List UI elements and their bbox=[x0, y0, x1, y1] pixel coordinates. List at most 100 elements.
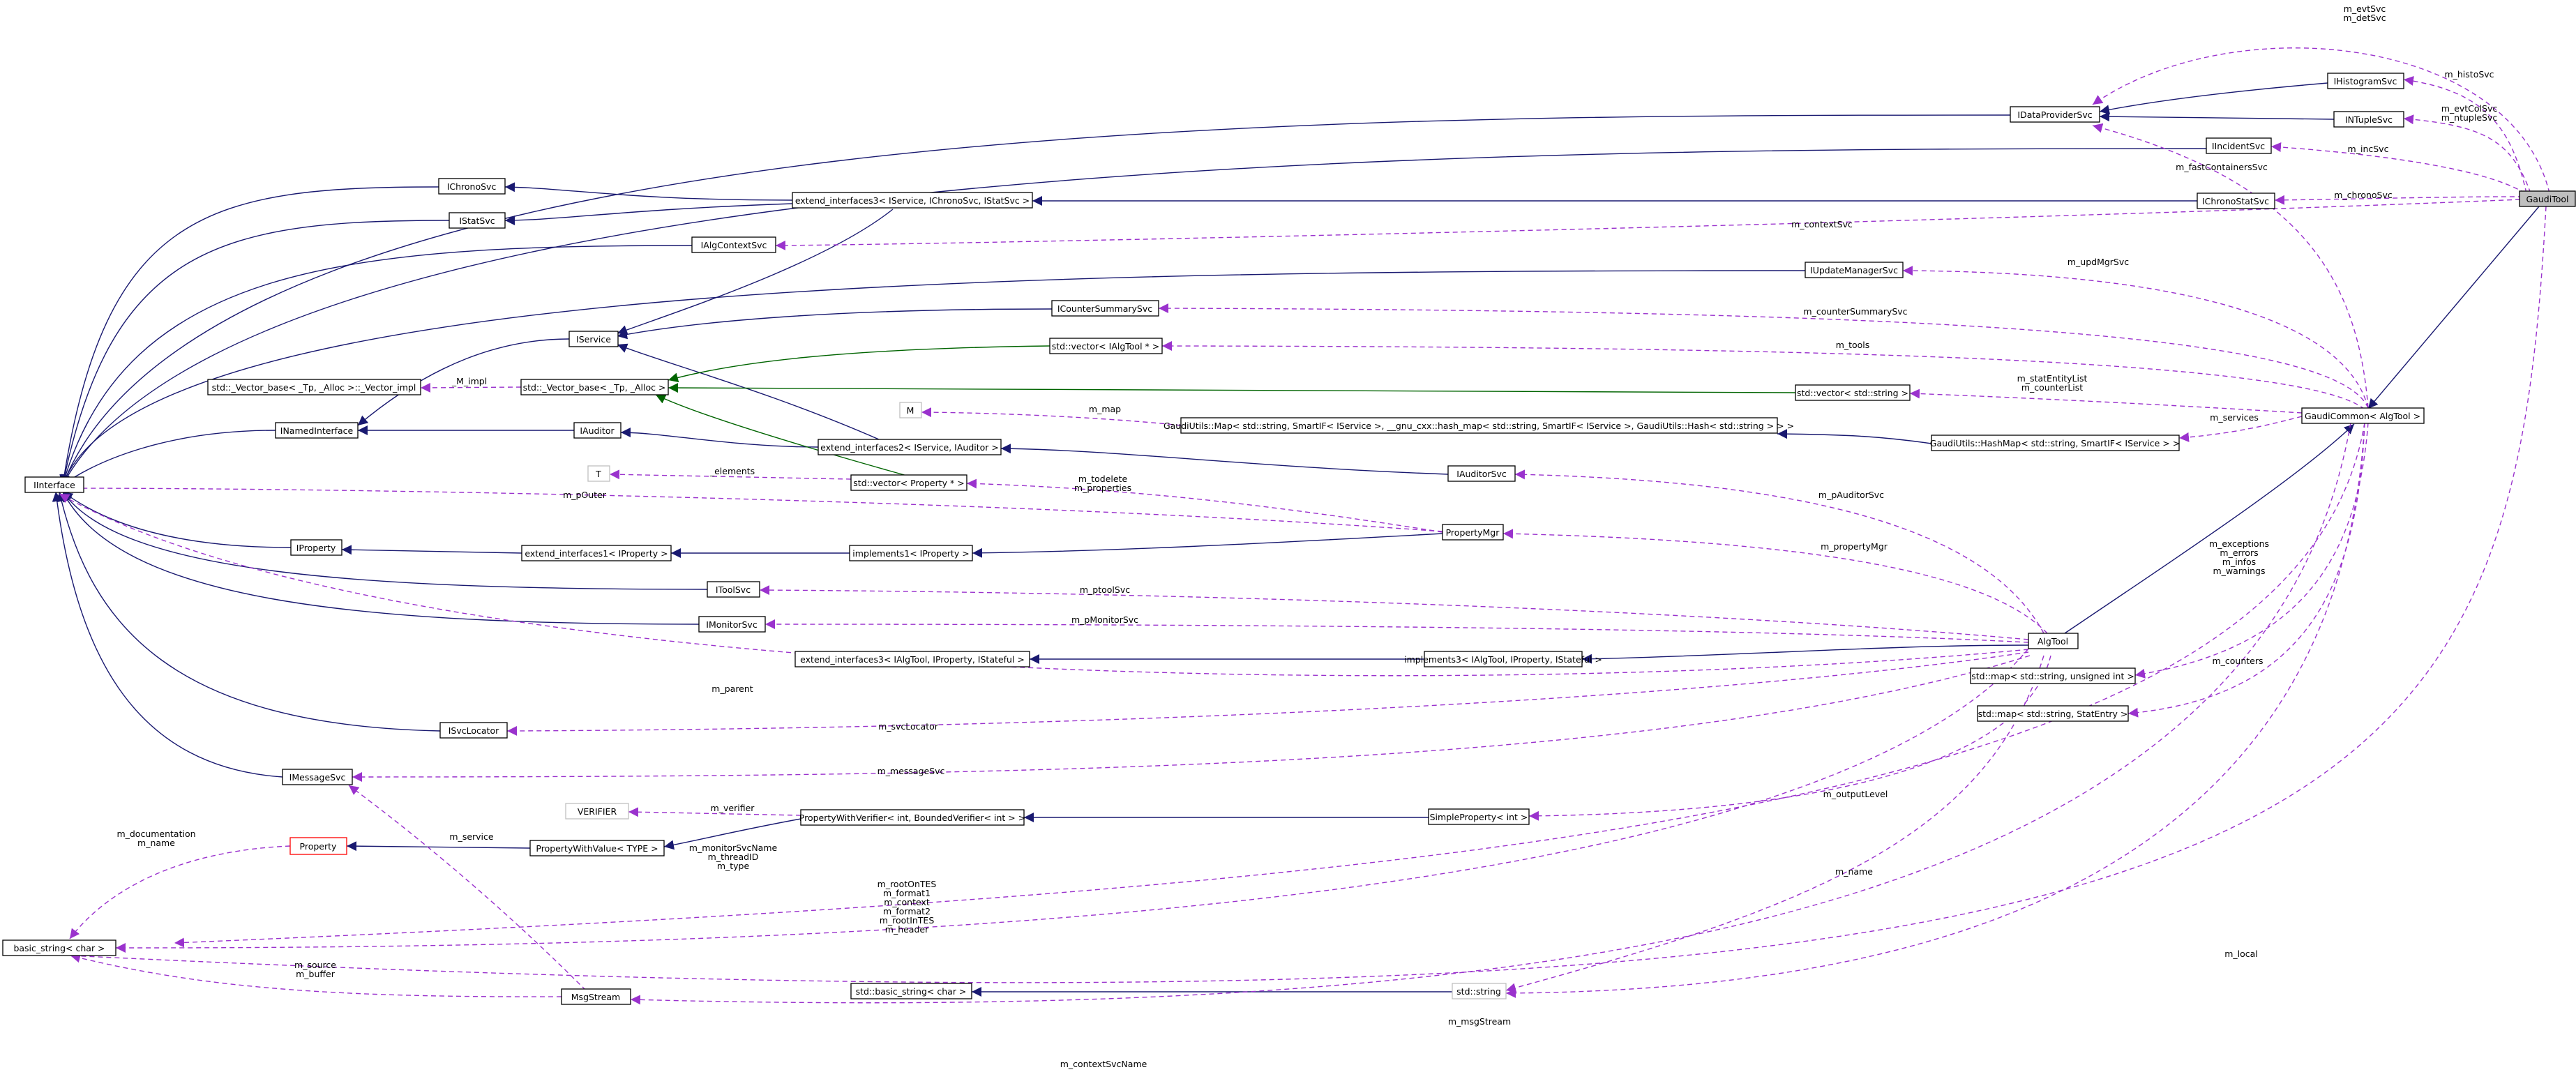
svg-text:IInterface: IInterface bbox=[33, 480, 75, 490]
class-node-property[interactable]: Property bbox=[289, 837, 347, 855]
class-node-gaudiutils-map[interactable]: GaudiUtils::Map< std::string, SmartIF< I… bbox=[1163, 417, 1794, 434]
class-node-vector-ialgtool[interactable]: std::vector< IAlgTool * > bbox=[1049, 338, 1163, 354]
svg-text:PropertyMgr: PropertyMgr bbox=[1446, 527, 1500, 538]
edge-name bbox=[1505, 655, 2044, 993]
class-node-iincidentsvc[interactable]: IIncidentSvc bbox=[2206, 137, 2272, 154]
edge-fast bbox=[2092, 123, 2369, 409]
class-node-istatsvc[interactable]: IStatSvc bbox=[449, 212, 506, 229]
edge-icounter-iservice bbox=[617, 308, 1053, 340]
edge-pwverifier-pwvalue bbox=[663, 818, 801, 850]
class-node-t[interactable]: T bbox=[587, 465, 610, 482]
class-node-map-unsigned-int[interactable]: std::map< std::string, unsigned int > bbox=[1970, 667, 2136, 684]
class-node-ialgcontextsvc[interactable]: IAlgContextSvc bbox=[691, 236, 776, 253]
edge-updmgr bbox=[1902, 266, 2369, 409]
class-node-vector-property[interactable]: std::vector< Property * > bbox=[850, 474, 967, 491]
class-node-inamedinterface[interactable]: INamedInterface bbox=[275, 422, 359, 439]
class-node-std-basic-string[interactable]: std::basic_string< char > bbox=[850, 983, 972, 999]
class-node-intuplesvc[interactable]: INTupleSvc bbox=[2333, 111, 2404, 128]
class-node-ihistogramsvc[interactable]: IHistogramSvc bbox=[2327, 73, 2404, 89]
svg-text:extend_interfaces1< IProperty: extend_interfaces1< IProperty > bbox=[525, 548, 668, 559]
svg-text:IAlgContextSvc: IAlgContextSvc bbox=[701, 240, 767, 250]
class-node-itoolsvc[interactable]: IToolSvc bbox=[707, 581, 760, 598]
edge-histo bbox=[2403, 76, 2527, 194]
class-node-algtool[interactable]: AlgTool bbox=[2028, 633, 2079, 649]
class-node-gaudiutils-hashmap[interactable]: GaudiUtils::HashMap< std::string, SmartI… bbox=[1930, 435, 2180, 451]
class-node-iproperty[interactable]: IProperty bbox=[290, 539, 342, 556]
class-node-propertywithverifier[interactable]: PropertyWithVerifier< int, BoundedVerifi… bbox=[799, 809, 1025, 826]
class-node-msgstream[interactable]: MsgStream bbox=[561, 988, 631, 1005]
class-node-propertywithvalue[interactable]: PropertyWithValue< TYPE > bbox=[529, 840, 665, 856]
class-node-simpleproperty[interactable]: SimpleProperty< int > bbox=[1428, 808, 1530, 825]
edge-label-tools: m_tools bbox=[1836, 340, 1870, 350]
class-node-iupdatemanagersvc[interactable]: IUpdateManagerSvc bbox=[1805, 262, 1904, 278]
edge-label-context: m_contextSvc bbox=[1791, 219, 1853, 229]
edge-countersum bbox=[1158, 303, 2369, 409]
edge-ext1-iproperty bbox=[341, 545, 522, 555]
svg-text:IMonitorSvc: IMonitorSvc bbox=[706, 619, 758, 630]
edge-gaudicommon-gauditool bbox=[2367, 206, 2540, 409]
class-node-isvclocator[interactable]: ISvcLocator bbox=[439, 722, 508, 739]
svg-text:IMessageSvc: IMessageSvc bbox=[289, 772, 346, 783]
class-node-ichronostatsvc[interactable]: IChronoStatSvc bbox=[2197, 192, 2275, 209]
edge-label-chrono: m_chronoSvc bbox=[2334, 190, 2393, 200]
edge-label-updmgr: m_updMgrSvc bbox=[2067, 257, 2129, 267]
edge-algtool-gaudicommon bbox=[2064, 423, 2355, 634]
class-node-extend-interfaces1[interactable]: extend_interfaces1< IProperty > bbox=[521, 545, 672, 561]
edge-service bbox=[348, 785, 587, 991]
edge-pwvalue-property bbox=[346, 841, 531, 852]
edge-iupdmgr-iinterface bbox=[61, 270, 1806, 485]
edge-ext2-iservice bbox=[617, 343, 880, 440]
svg-text:extend_interfaces3< IAlgTool,: extend_interfaces3< IAlgTool, IProperty,… bbox=[800, 654, 1025, 665]
class-node-gaudicommon-algtool[interactable]: GaudiCommon< AlgTool > bbox=[2301, 407, 2425, 424]
class-node-extend-interfaces3-ichrono[interactable]: extend_interfaces3< IService, IChronoSvc… bbox=[792, 192, 1033, 209]
class-node-verifier[interactable]: VERIFIER bbox=[565, 803, 629, 820]
class-node-iinterface[interactable]: IInterface bbox=[24, 476, 84, 493]
edge-itoolsvc-iinterface bbox=[62, 491, 708, 590]
class-node-implements3[interactable]: implements3< IAlgTool, IProperty, IState… bbox=[1404, 651, 1602, 667]
class-node-gauditool[interactable]: GaudiTool bbox=[2519, 190, 2576, 207]
class-node-std-string[interactable]: std::string bbox=[1452, 983, 1507, 999]
class-node-basic-string-char[interactable]: basic_string< char > bbox=[2, 939, 116, 956]
class-node-propertymgr[interactable]: PropertyMgr bbox=[1442, 524, 1504, 541]
edge-ext3-iservice bbox=[617, 209, 894, 335]
class-node-imessagesvc[interactable]: IMessageSvc bbox=[282, 769, 353, 785]
class-node-ichronosvc[interactable]: IChronoSvc bbox=[438, 178, 506, 195]
edge-ext3-ichrono bbox=[504, 182, 793, 201]
class-node-map-statentry[interactable]: std::map< std::string, StatEntry > bbox=[1977, 705, 2129, 722]
svg-text:IUpdateManagerSvc: IUpdateManagerSvc bbox=[1810, 265, 1898, 275]
class-node-icountersummarysvc[interactable]: ICounterSummarySvc bbox=[1051, 300, 1159, 317]
class-node-extend-interfaces2[interactable]: extend_interfaces2< IService, IAuditor > bbox=[818, 439, 1002, 455]
class-node-extend-interfaces3-algtool[interactable]: extend_interfaces3< IAlgTool, IProperty,… bbox=[794, 651, 1030, 667]
class-node-idataprovidersvc[interactable]: IDataProviderSvc bbox=[2010, 106, 2100, 123]
svg-text:std::vector< IAlgTool * >: std::vector< IAlgTool * > bbox=[1052, 341, 1159, 352]
svg-text:std::map< std::string, StatEnt: std::map< std::string, StatEntry > bbox=[1978, 709, 2128, 719]
class-node-vector-base[interactable]: std::_Vector_base< _Tp, _Alloc > bbox=[520, 379, 669, 395]
edge-label-svcloc: m_svcLocator bbox=[878, 721, 939, 732]
edge-label-outlevel: m_outputLevel bbox=[1823, 789, 1888, 799]
edge-inc bbox=[2270, 142, 2526, 194]
class-node-iservice[interactable]: IService bbox=[568, 331, 619, 347]
edge-intuple-idps bbox=[2099, 112, 2335, 122]
svg-text:M: M bbox=[907, 405, 914, 416]
svg-text:GaudiUtils::Map< std::string,: GaudiUtils::Map< std::string, SmartIF< I… bbox=[1163, 421, 1794, 431]
class-node-vector-string[interactable]: std::vector< std::string > bbox=[1795, 384, 1911, 401]
class-node-imonitorsvc[interactable]: IMonitorSvc bbox=[698, 616, 766, 633]
edge-label-fast: m_fastContainersSvc bbox=[2176, 162, 2268, 172]
edge-outlevel bbox=[1528, 655, 2051, 821]
edge-propmgr-impl1 bbox=[972, 533, 1443, 558]
class-node-iauditorsvc[interactable]: IAuditorSvc bbox=[1447, 465, 1516, 482]
edge-iincident-iinterface bbox=[62, 148, 2207, 485]
class-node-iauditor[interactable]: IAuditor bbox=[573, 422, 622, 439]
class-node-vector-base-impl[interactable]: std::_Vector_base< _Tp, _Alloc >::_Vecto… bbox=[207, 379, 421, 395]
class-node-implements1[interactable]: implements1< IProperty > bbox=[849, 545, 973, 561]
edge-todelete bbox=[966, 478, 1443, 533]
edge-label-histo: m_histoSvc bbox=[2444, 69, 2494, 80]
class-node-m[interactable]: M bbox=[899, 402, 922, 418]
edge-label-name: m_name bbox=[1835, 866, 1873, 877]
edge-paud bbox=[1514, 469, 2044, 634]
edge-tools bbox=[1161, 341, 2365, 410]
svg-text:IAuditorSvc: IAuditorSvc bbox=[1456, 469, 1507, 479]
edge-msgsvc bbox=[352, 655, 2031, 782]
